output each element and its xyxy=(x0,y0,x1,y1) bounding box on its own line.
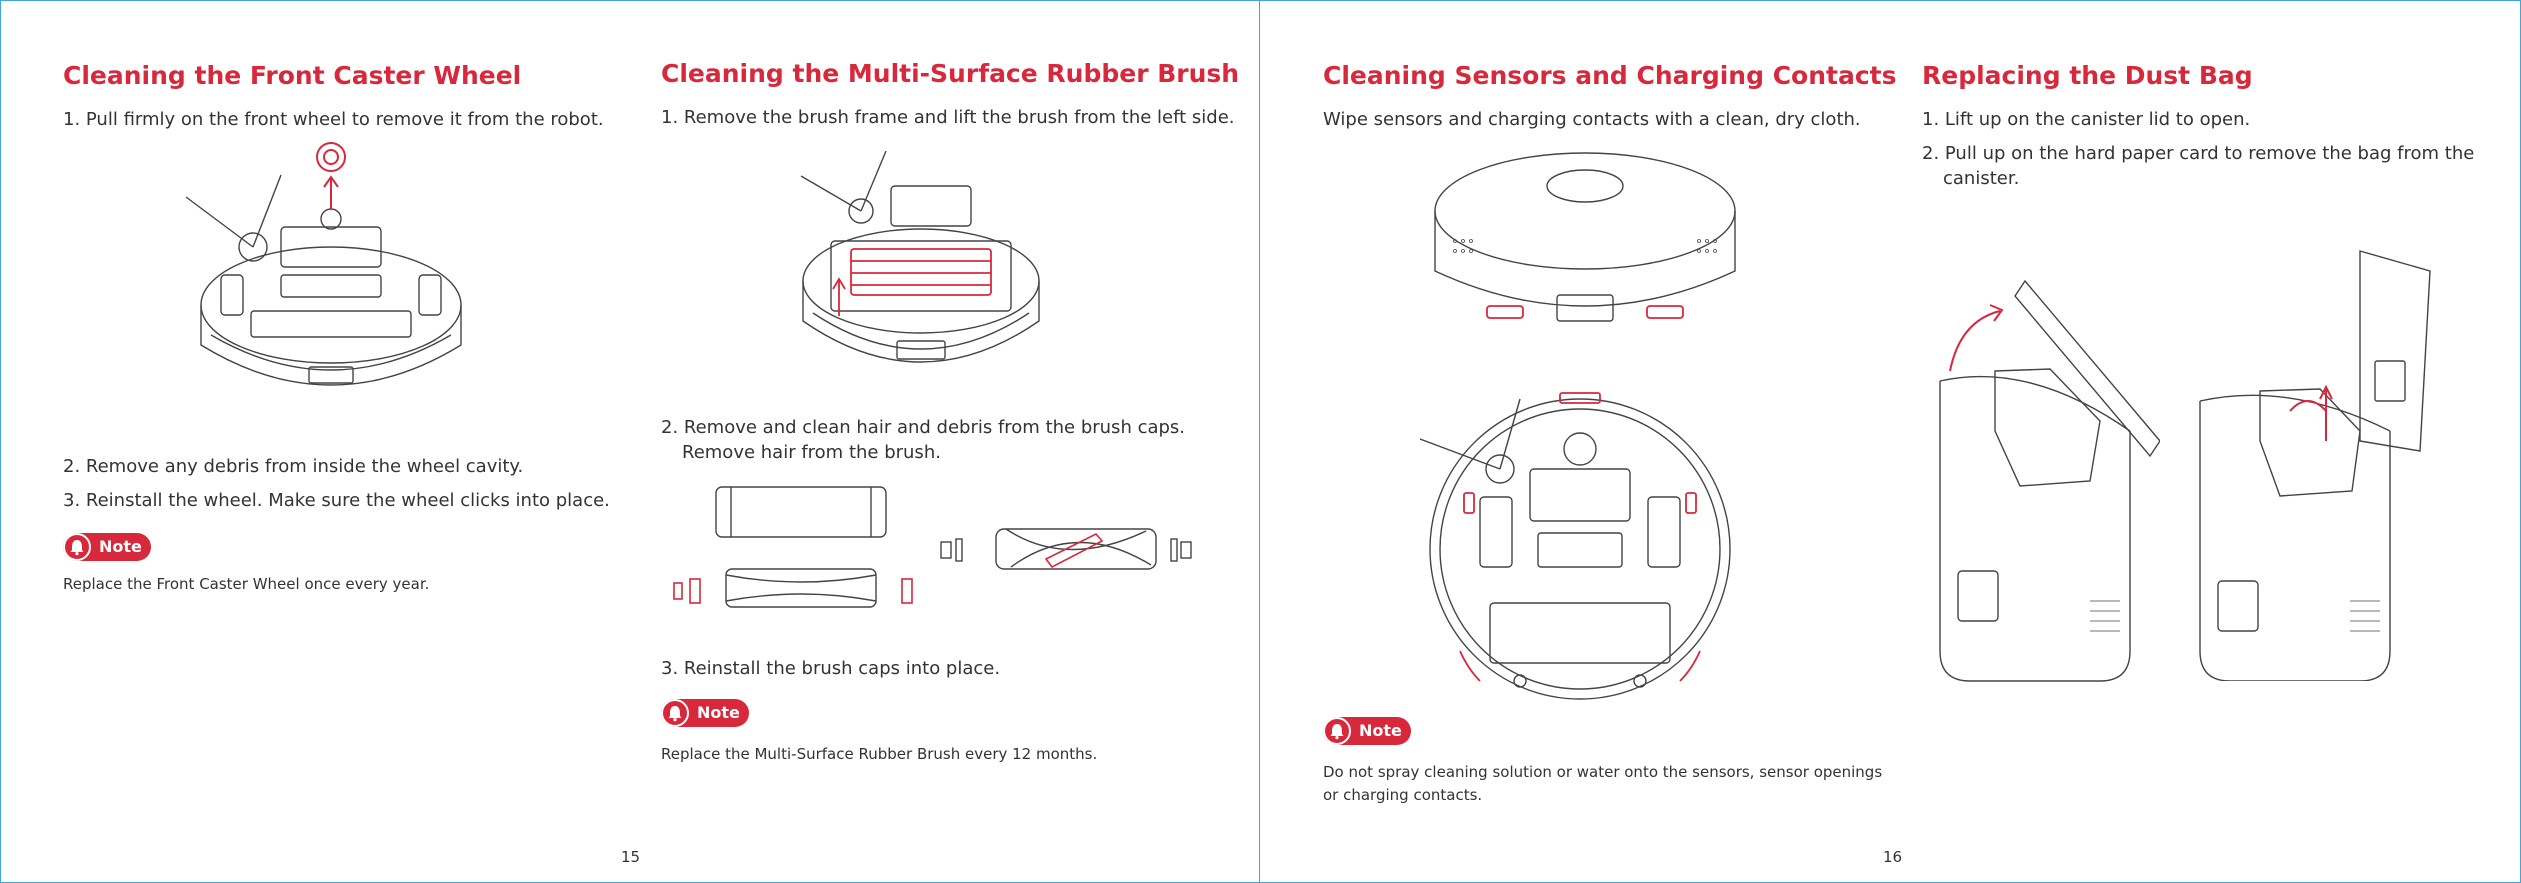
caster-step-3: 3. Reinstall the wheel. Make sure the wh… xyxy=(63,490,610,511)
dustbag-step-2: 2. Pull up on the hard paper card to rem… xyxy=(1922,143,2475,189)
dustbag-title: Replacing the Dust Bag xyxy=(1922,61,2253,90)
robot-top-view-illustration xyxy=(1434,152,1736,322)
caster-note-text: Replace the Front Caster Wheel once ever… xyxy=(63,575,430,593)
dustbag-step-1: 1. Lift up on the canister lid to open. xyxy=(1922,109,2251,130)
page-15: Cleaning the Front Caster Wheel 1. Pull … xyxy=(0,0,1259,883)
bell-icon xyxy=(63,533,91,561)
brush-step-2: 2. Remove and clean hair and debris from… xyxy=(661,417,1186,463)
brush-note-badge: Note xyxy=(661,699,749,727)
robot-underside-sensors-illustration xyxy=(1420,392,1731,700)
sensors-note-text: Do not spray cleaning solution or water … xyxy=(1323,763,1883,804)
brush-note-text: Replace the Multi-Surface Rubber Brush e… xyxy=(661,745,1098,763)
brush-step-1: 1. Remove the brush frame and lift the b… xyxy=(661,107,1235,128)
bell-icon xyxy=(661,699,689,727)
robot-underside-caster-illustration xyxy=(185,142,462,386)
dock-bag-removal-illustration xyxy=(2199,250,2431,681)
sensors-step-1: Wipe sensors and charging contacts with … xyxy=(1323,109,1861,130)
page-16: Cleaning Sensors and Charging Contacts W… xyxy=(1259,0,2521,883)
caster-title: Cleaning the Front Caster Wheel xyxy=(63,61,522,90)
robot-underside-brush-illustration xyxy=(800,150,1040,363)
caster-note-badge: Note xyxy=(63,533,151,561)
sensors-title: Cleaning Sensors and Charging Contacts xyxy=(1323,61,1897,90)
brush-title: Cleaning the Multi-Surface Rubber Brush xyxy=(661,59,1240,88)
page-number: 16 xyxy=(1883,848,1903,866)
bell-icon xyxy=(1323,717,1351,745)
dock-lid-open-illustration xyxy=(1939,279,2160,682)
brush-caps-illustration xyxy=(673,486,1192,608)
page-number: 15 xyxy=(621,848,641,866)
caster-step-1: 1. Pull firmly on the front wheel to rem… xyxy=(63,109,604,130)
brush-note-label: Note xyxy=(697,703,740,722)
sensors-note-label: Note xyxy=(1359,721,1402,740)
caster-step-2: 2. Remove any debris from inside the whe… xyxy=(63,456,524,477)
brush-step-3: 3. Reinstall the brush caps into place. xyxy=(661,658,1001,679)
caster-note-label: Note xyxy=(99,537,142,556)
sensors-note-badge: Note xyxy=(1323,717,1411,745)
